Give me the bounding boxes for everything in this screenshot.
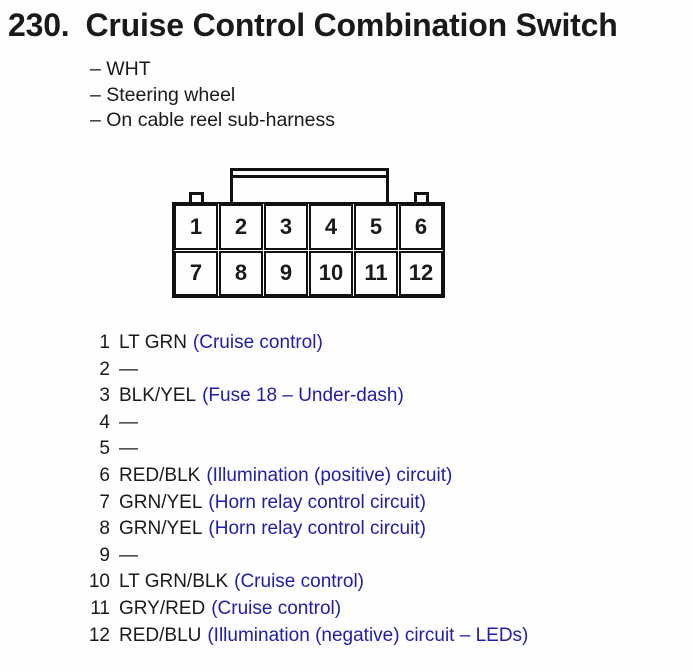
page-title: 230. Cruise Control Combination Switch — [8, 7, 618, 44]
connector-right-lug — [414, 192, 429, 202]
pin-circuit: (Cruise control) — [211, 597, 342, 619]
connector-pin-cell: 9 — [264, 250, 308, 296]
pin-number: 8 — [99, 518, 110, 540]
latch-tab-divider — [233, 171, 386, 178]
pin-wire-color: LT GRN/BLK — [119, 571, 229, 593]
pin-row: 3 BLK/YEL(Fuse 18 – Under-dash) — [64, 383, 528, 410]
connector-pin-cell: 2 — [219, 204, 263, 250]
title-number: 230. — [8, 7, 70, 43]
connector-pin-cell: 7 — [174, 250, 218, 296]
pin-wire-color: LT GRN — [119, 332, 187, 353]
pin-wire-color: BLK/YEL — [119, 385, 197, 407]
pin-row: 1 LT GRN(Cruise control) — [64, 330, 528, 357]
pin-circuit: (Cruise control) — [192, 332, 323, 353]
subtitle-list: – WHT – Steering wheel – On cable reel sub… — [90, 57, 335, 134]
connector-pin-cell: 5 — [354, 204, 398, 250]
pin-wire-color: — — [119, 358, 138, 380]
pin-number: 5 — [99, 438, 110, 460]
pin-number: 4 — [99, 411, 110, 433]
subtitle-item: – WHT — [90, 58, 151, 80]
title-text: Cruise Control Combination Switch — [85, 7, 618, 43]
pin-circuit: (Illumination (negative) circuit – LEDs) — [207, 624, 529, 646]
pin-wire-color: GRY/RED — [119, 597, 206, 619]
connector-pin-cell: 10 — [309, 250, 353, 296]
pin-row: 11 GRY/RED(Cruise control) — [64, 596, 528, 623]
pin-number: 12 — [88, 624, 110, 646]
subtitle-item: – On cable reel sub-harness — [90, 109, 335, 131]
pin-number: 10 — [88, 571, 110, 593]
pin-row: 4— — [64, 410, 528, 437]
pin-wire-color: — — [119, 438, 138, 460]
pin-number: 6 — [99, 464, 110, 486]
pin-number: 3 — [99, 385, 110, 407]
pin-number: 1 — [99, 332, 110, 353]
pin-number: 2 — [99, 358, 110, 380]
pin-circuit: (Fuse 18 – Under-dash) — [202, 385, 404, 407]
pin-wire-color: RED/BLU — [119, 624, 202, 646]
connector-pin-cell: 3 — [264, 204, 308, 250]
connector-pin-cell: 4 — [309, 204, 353, 250]
pin-row: 10 LT GRN/BLK(Cruise control) — [64, 569, 528, 596]
pin-wire-color: RED/BLK — [119, 464, 201, 486]
pin-row: 5— — [64, 436, 528, 463]
pin-row: 8 GRN/YEL(Horn relay control circuit) — [64, 516, 528, 543]
connector-left-lug — [189, 192, 204, 202]
pin-wire-color: — — [119, 411, 138, 433]
pin-circuit: (Cruise control) — [234, 571, 364, 593]
pin-number: 9 — [99, 544, 110, 566]
pin-row: 6 RED/BLK(Illumination (positive) circuit… — [64, 463, 528, 490]
connector-pin-cell: 6 — [399, 204, 443, 250]
connector-pin-cell: 11 — [354, 250, 398, 296]
pin-number: 11 — [90, 597, 110, 619]
pin-circuit: (Horn relay control circuit) — [208, 491, 426, 513]
subtitle-item: – Steering wheel — [90, 83, 236, 106]
connector-latch-tab — [230, 168, 389, 202]
pin-row: 2— — [64, 357, 528, 384]
connector-pin-cell: 8 — [219, 250, 263, 296]
pin-circuit: (Illumination (positive) circuit) — [206, 464, 453, 486]
pin-row: 9— — [64, 543, 528, 570]
pin-circuit: (Horn relay control circuit) — [208, 518, 426, 540]
pin-wire-color: — — [119, 544, 138, 566]
pin-wire-color: GRN/YEL — [119, 518, 203, 540]
pin-wire-color: GRN/YEL — [119, 491, 203, 513]
pin-row: 12 RED/BLU(Illumination (negative) circui… — [64, 623, 529, 650]
pin-row: 7 GRN/YEL(Horn relay control circuit) — [64, 490, 528, 517]
connector-pin-cell: 1 — [174, 204, 218, 250]
pin-number: 7 — [99, 491, 110, 513]
connector-pin-cell: 12 — [399, 250, 443, 296]
